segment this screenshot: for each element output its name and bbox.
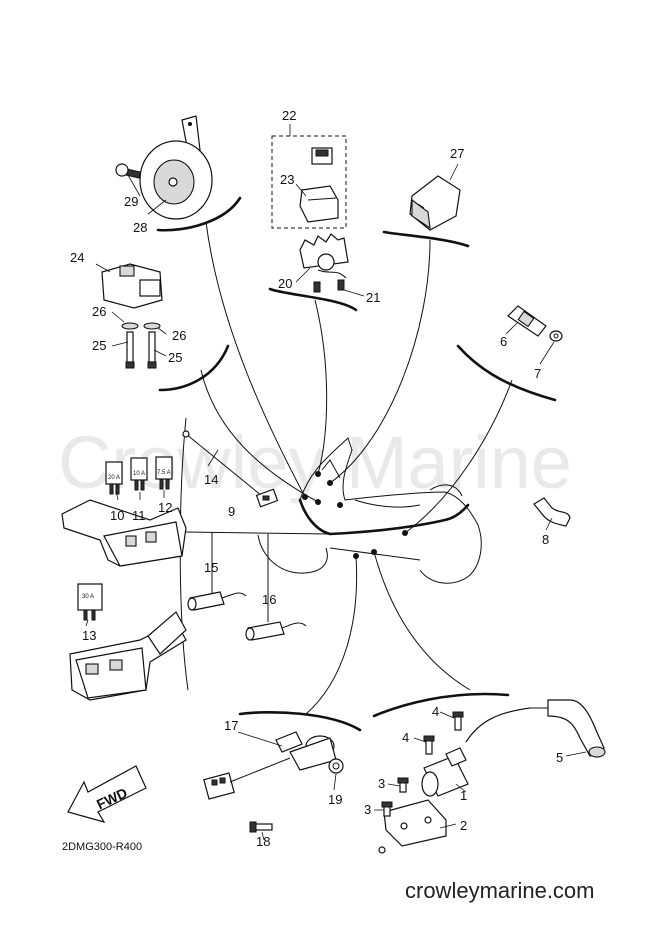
callout-3-upper: 3 xyxy=(378,776,385,791)
callout-7: 7 xyxy=(534,366,541,381)
callout-1: 1 xyxy=(460,788,467,803)
callout-19: 19 xyxy=(328,792,342,807)
callout-24: 24 xyxy=(70,250,84,265)
horn-assembly xyxy=(115,115,213,220)
callout-10: 10 xyxy=(110,508,124,523)
forward-arrow-icon xyxy=(67,765,147,823)
callout-4-upper: 4 xyxy=(432,704,439,719)
callout-9: 9 xyxy=(228,504,235,519)
fuse-box-lower xyxy=(69,583,187,701)
callout-23: 23 xyxy=(280,172,294,187)
callout-14: 14 xyxy=(204,472,218,487)
website-link[interactable]: crowleymarine.com xyxy=(405,878,595,903)
callout-8: 8 xyxy=(542,532,549,547)
callout-29: 29 xyxy=(124,194,138,209)
ignition-coil-assembly xyxy=(378,699,606,854)
callout-20: 20 xyxy=(278,276,292,291)
callout-27: 27 xyxy=(450,146,464,161)
bracket-assembly xyxy=(299,233,349,293)
fuse-box-upper xyxy=(61,456,187,567)
group-brackets xyxy=(156,196,557,732)
fuse-10-rating: 20 A xyxy=(108,475,120,481)
callout-21: 21 xyxy=(366,290,380,305)
clamp-part xyxy=(533,497,571,527)
relay-group xyxy=(271,135,347,229)
component-17-assembly xyxy=(203,731,344,833)
callout-25-right: 25 xyxy=(168,350,182,365)
callout-25-left: 25 xyxy=(92,338,106,353)
callout-3-lower: 3 xyxy=(364,802,371,817)
callout-18: 18 xyxy=(256,834,270,849)
probe-14 xyxy=(182,430,279,508)
callout-28: 28 xyxy=(133,220,147,235)
fuse-11-rating: 10 A xyxy=(133,471,145,477)
sensor-assembly xyxy=(507,305,563,342)
callout-5: 5 xyxy=(556,750,563,765)
harness-leader-wires xyxy=(200,221,513,716)
callout-6: 6 xyxy=(500,334,507,349)
fuse-12-rating: 7.5 A xyxy=(157,470,171,476)
callout-16: 16 xyxy=(262,592,276,607)
callout-15: 15 xyxy=(204,560,218,575)
diagram-code: 2DMG300-R400 xyxy=(62,841,142,853)
fuse-13-rating: 30 A xyxy=(82,594,94,600)
callout-12: 12 xyxy=(158,500,172,515)
component-24-unit xyxy=(101,263,163,369)
callout-2: 2 xyxy=(460,818,467,833)
callout-26-right: 26 xyxy=(172,328,186,343)
callout-11: 11 xyxy=(132,508,146,523)
callout-26-left: 26 xyxy=(92,304,106,319)
component-27-unit xyxy=(409,175,461,231)
callout-13: 13 xyxy=(82,628,96,643)
callout-leaders xyxy=(85,124,587,841)
callout-17: 17 xyxy=(224,718,238,733)
callout-22: 22 xyxy=(282,108,296,123)
callout-4-lower: 4 xyxy=(402,730,409,745)
harness-branches xyxy=(185,531,331,641)
